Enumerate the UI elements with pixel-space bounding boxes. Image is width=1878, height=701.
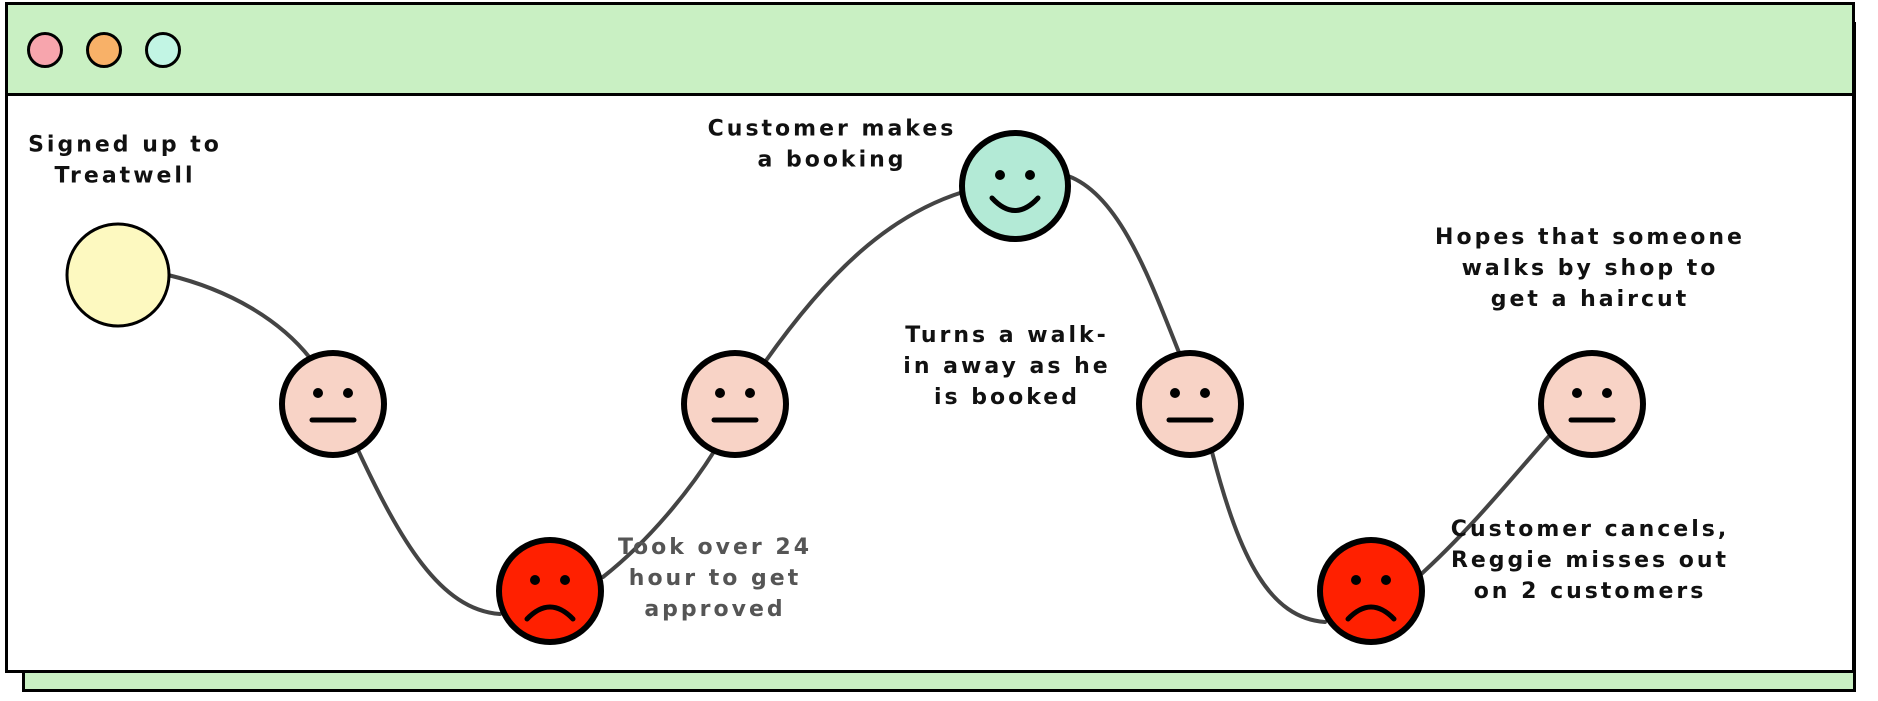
mouth — [1345, 604, 1397, 622]
connector-line-2 — [355, 446, 502, 616]
step-6-label-line-1: Turns a walk- — [905, 323, 1109, 348]
step-7-label-line-1: Customer cancels, — [1451, 517, 1729, 542]
connector-line-3 — [601, 448, 717, 579]
left-eye — [715, 388, 725, 398]
step-6-label-line-3: is booked — [934, 385, 1080, 410]
connector-line-4 — [763, 190, 965, 364]
right-eye — [1381, 575, 1391, 585]
left-eye — [1170, 388, 1180, 398]
connector-line-7 — [1416, 433, 1552, 579]
journey-step-5-happy — [959, 130, 1071, 242]
mouth — [989, 195, 1041, 213]
step-5-label-line-2: a booking — [757, 148, 906, 173]
journey-step-4-neutral — [681, 350, 789, 458]
step-3-label-line-3: approved — [644, 597, 785, 622]
minimize-button[interactable] — [86, 32, 122, 68]
start-circle — [65, 222, 171, 328]
left-eye — [1351, 575, 1361, 585]
journey-step-7-sad — [1317, 537, 1425, 645]
step-1-label-line-2: Treatwell — [54, 164, 195, 189]
neutral-face-icon — [1136, 350, 1244, 458]
step-5-label-line-1: Customer makes — [708, 117, 957, 142]
journey-step-3-sad — [496, 537, 604, 645]
step-7-label-line-3: on 2 customers — [1474, 579, 1707, 604]
step-1-label-line-1: Signed up to — [28, 133, 222, 158]
sad-face-icon — [496, 537, 604, 645]
step-3-label-line-1: Took over 24 — [618, 535, 812, 560]
journey-step-6-neutral — [1136, 350, 1244, 458]
step-8-label-line-1: Hopes that someone — [1435, 225, 1745, 250]
step-8-label-line-3: get a haircut — [1491, 287, 1689, 312]
right-eye — [745, 388, 755, 398]
right-eye — [1602, 388, 1612, 398]
right-eye — [343, 388, 353, 398]
step-8-label-line-2: walks by shop to — [1462, 256, 1719, 281]
step-7-label-line-2: Reggie misses out — [1451, 548, 1729, 573]
left-eye — [530, 575, 540, 585]
step-6-label-line-2: in away as he — [903, 354, 1110, 379]
neutral-face-icon — [1538, 350, 1646, 458]
connector-line-5 — [1066, 174, 1182, 357]
neutral-face-icon — [279, 350, 387, 458]
right-eye — [1025, 170, 1035, 180]
left-eye — [995, 170, 1005, 180]
connector-line-6 — [1210, 450, 1327, 624]
title-bar — [8, 5, 1852, 96]
journey-step-8-neutral — [1538, 350, 1646, 458]
mouth — [524, 604, 576, 622]
step-3-label-line-2: hour to get — [629, 566, 801, 591]
right-eye — [1200, 388, 1210, 398]
maximize-button[interactable] — [145, 32, 181, 68]
close-button[interactable] — [27, 32, 63, 68]
left-eye — [313, 388, 323, 398]
window — [5, 2, 1855, 673]
journey-step-2-neutral — [279, 350, 387, 458]
happy-face-icon — [959, 130, 1071, 242]
neutral-face-icon — [681, 350, 789, 458]
left-eye — [1572, 388, 1582, 398]
connector-line-1 — [166, 273, 312, 360]
journey-step-1-start — [65, 222, 171, 328]
sad-face-icon — [1317, 537, 1425, 645]
right-eye — [560, 575, 570, 585]
